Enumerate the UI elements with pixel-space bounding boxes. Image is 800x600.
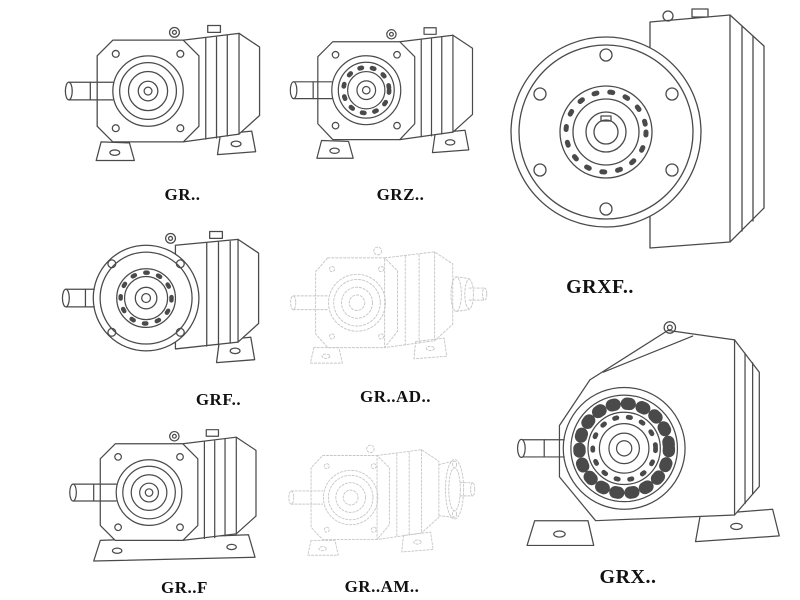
gearbox-drawing-gr-f-icon — [69, 429, 257, 562]
figure-grx-label: GRX.. — [599, 566, 657, 589]
figure-gr-ad: GR..AD.. — [288, 210, 495, 410]
gearbox-drawing-grx-icon — [516, 321, 780, 547]
figure-grxf: GRXF.. — [500, 0, 792, 300]
figure-gr-f: GR..F — [60, 410, 285, 600]
gearbox-drawing-gr-icon — [64, 24, 261, 162]
figure-gr-label: GR.. — [164, 185, 201, 204]
figure-gr-am-label: GR..AM.. — [344, 577, 420, 596]
figure-gr-ad-label: GR..AD.. — [359, 387, 432, 406]
figure-gr-am: GR..AM.. — [288, 410, 490, 600]
gearbox-drawing-grf-icon — [61, 230, 260, 364]
figure-grf: GRF.. — [60, 213, 285, 413]
figure-grxf-label: GRXF.. — [566, 276, 634, 298]
gearbox-drawing-gr-am-icon — [288, 444, 476, 556]
figure-grz: GRZ.. — [288, 2, 493, 208]
figure-grf-label: GRF.. — [195, 390, 242, 409]
figure-gr-f-label: GR..F — [161, 577, 208, 597]
figure-grz-label: GRZ.. — [376, 185, 425, 204]
gearbox-drawing-grxf-icon — [510, 8, 765, 249]
figure-grx: GRX.. — [502, 298, 792, 590]
figure-gr: GR.. — [60, 2, 285, 208]
gearbox-drawing-grz-icon — [289, 27, 474, 159]
gearbox-drawing-gr-ad-icon — [290, 246, 488, 364]
